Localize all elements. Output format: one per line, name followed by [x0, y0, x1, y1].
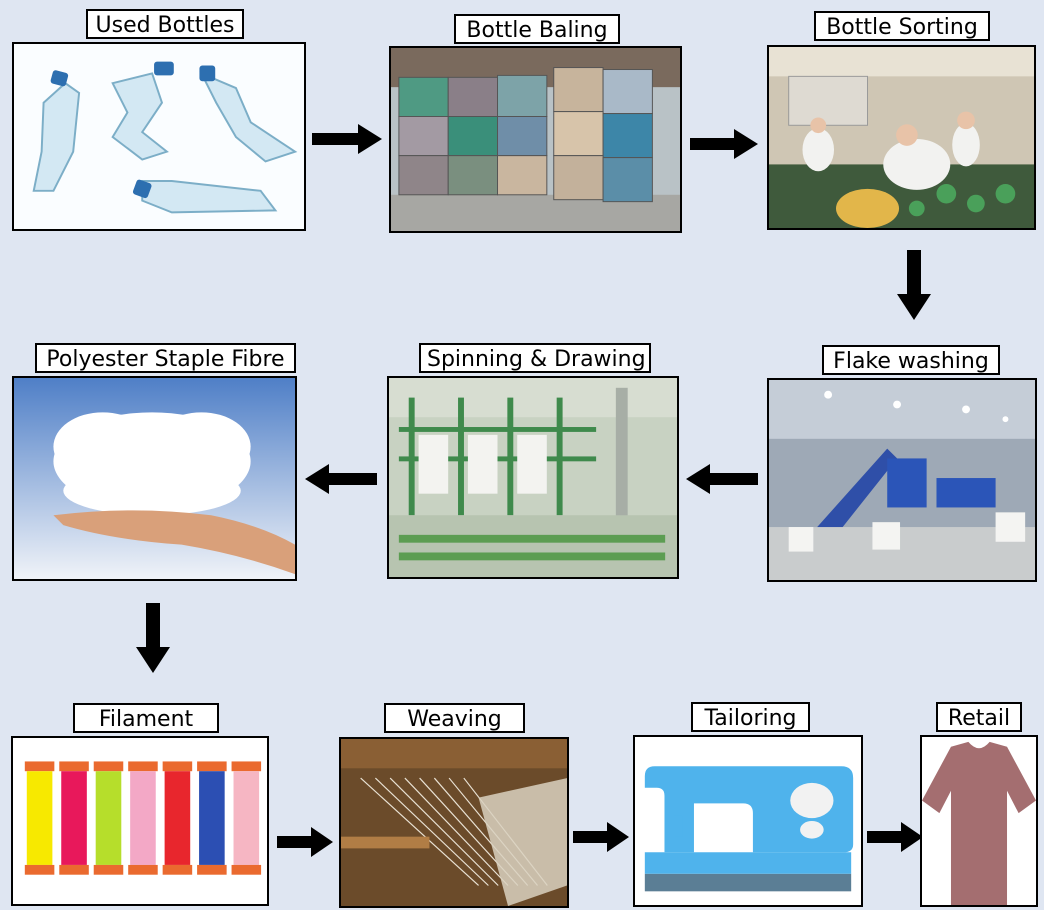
step-label-retail: Retail: [936, 702, 1022, 732]
step-label-bottle-sorting: Bottle Sorting: [814, 11, 990, 41]
arrow-left-2: [686, 464, 758, 494]
step-label-spinning-drawing: Spinning & Drawing: [419, 343, 651, 373]
step-label-flake-washing: Flake washing: [822, 345, 1000, 375]
used-bottles-image: [12, 42, 306, 231]
filament-image: [11, 736, 269, 906]
arrow-down-1: [897, 250, 931, 320]
step-label-polyester-staple-fibre: Polyester Staple Fibre: [35, 343, 296, 373]
arrow-right-5: [867, 822, 923, 852]
step-label-bottle-baling: Bottle Baling: [454, 14, 620, 44]
arrow-right-2: [690, 129, 758, 159]
tailoring-image: [633, 735, 863, 907]
bottle-baling-image: [389, 46, 682, 233]
polyester-staple-fibre-image: [12, 376, 297, 581]
step-label-used-bottles: Used Bottles: [86, 9, 244, 39]
retail-image: [920, 735, 1038, 907]
step-label-weaving: Weaving: [384, 703, 525, 733]
arrow-left-1: [305, 464, 377, 494]
arrow-down-2: [136, 603, 170, 673]
weaving-image: [339, 737, 569, 908]
arrow-right-4: [573, 822, 629, 852]
spinning-drawing-image: [387, 376, 679, 579]
flake-washing-image: [767, 378, 1037, 582]
step-label-tailoring: Tailoring: [691, 702, 810, 732]
bottle-sorting-image: [767, 45, 1036, 230]
arrow-right-1: [312, 124, 382, 154]
arrow-right-3: [277, 827, 333, 857]
step-label-filament: Filament: [73, 703, 219, 733]
